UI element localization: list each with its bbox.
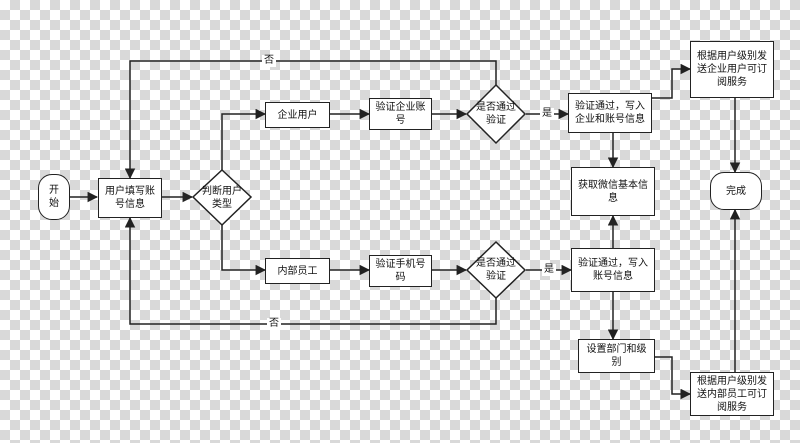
done-node: 完成 (710, 172, 762, 210)
fill-info-node: 用户填写账号信息 (98, 178, 162, 218)
edge-label-no-bottom: 否 (267, 318, 281, 330)
write-account-node: 验证通过，写入账号信息 (571, 248, 655, 292)
edge-label-yes-top: 是 (540, 108, 554, 120)
decision-top-diamond-shape (465, 83, 527, 145)
edge-label-no-top: 否 (262, 55, 276, 67)
edge-write-to-push-enterprise (652, 63, 692, 99)
edge-label-yes-bottom: 是 (542, 264, 556, 276)
verify-phone-node: 验证手机号码 (369, 255, 432, 287)
verify-enterprise-node: 验证企业账号 (369, 98, 432, 130)
push-enterprise-node: 根据用户级别发送企业用户可订阅服务 (690, 41, 774, 98)
edge-judge-to-enterprise (221, 108, 267, 170)
edge-dept-to-push-internal (655, 356, 692, 400)
internal-staff-node: 内部员工 (265, 258, 330, 284)
get-wechat-node: 获取微信基本信息 (571, 167, 655, 216)
judge-type-label: 判断用户类型 (202, 186, 242, 210)
edge-decision-bottom-no (124, 216, 497, 325)
decision-bottom-label: 是否通过验证 (476, 258, 516, 282)
edge-decision-top-no (124, 60, 497, 180)
decision-top-label: 是否通过验证 (476, 102, 516, 126)
write-enterprise-node: 验证通过，写入企业和账号信息 (568, 93, 652, 133)
edge-judge-to-internal (221, 225, 267, 276)
push-internal-node: 根据用户级别发送内部员工可订阅服务 (690, 372, 774, 416)
set-department-node: 设置部门和级别 (578, 339, 655, 373)
start-node: 开始 (38, 174, 70, 220)
decision-bottom-diamond-shape (465, 240, 527, 300)
judge-diamond-shape (191, 168, 253, 227)
enterprise-user-node: 企业用户 (265, 102, 330, 128)
